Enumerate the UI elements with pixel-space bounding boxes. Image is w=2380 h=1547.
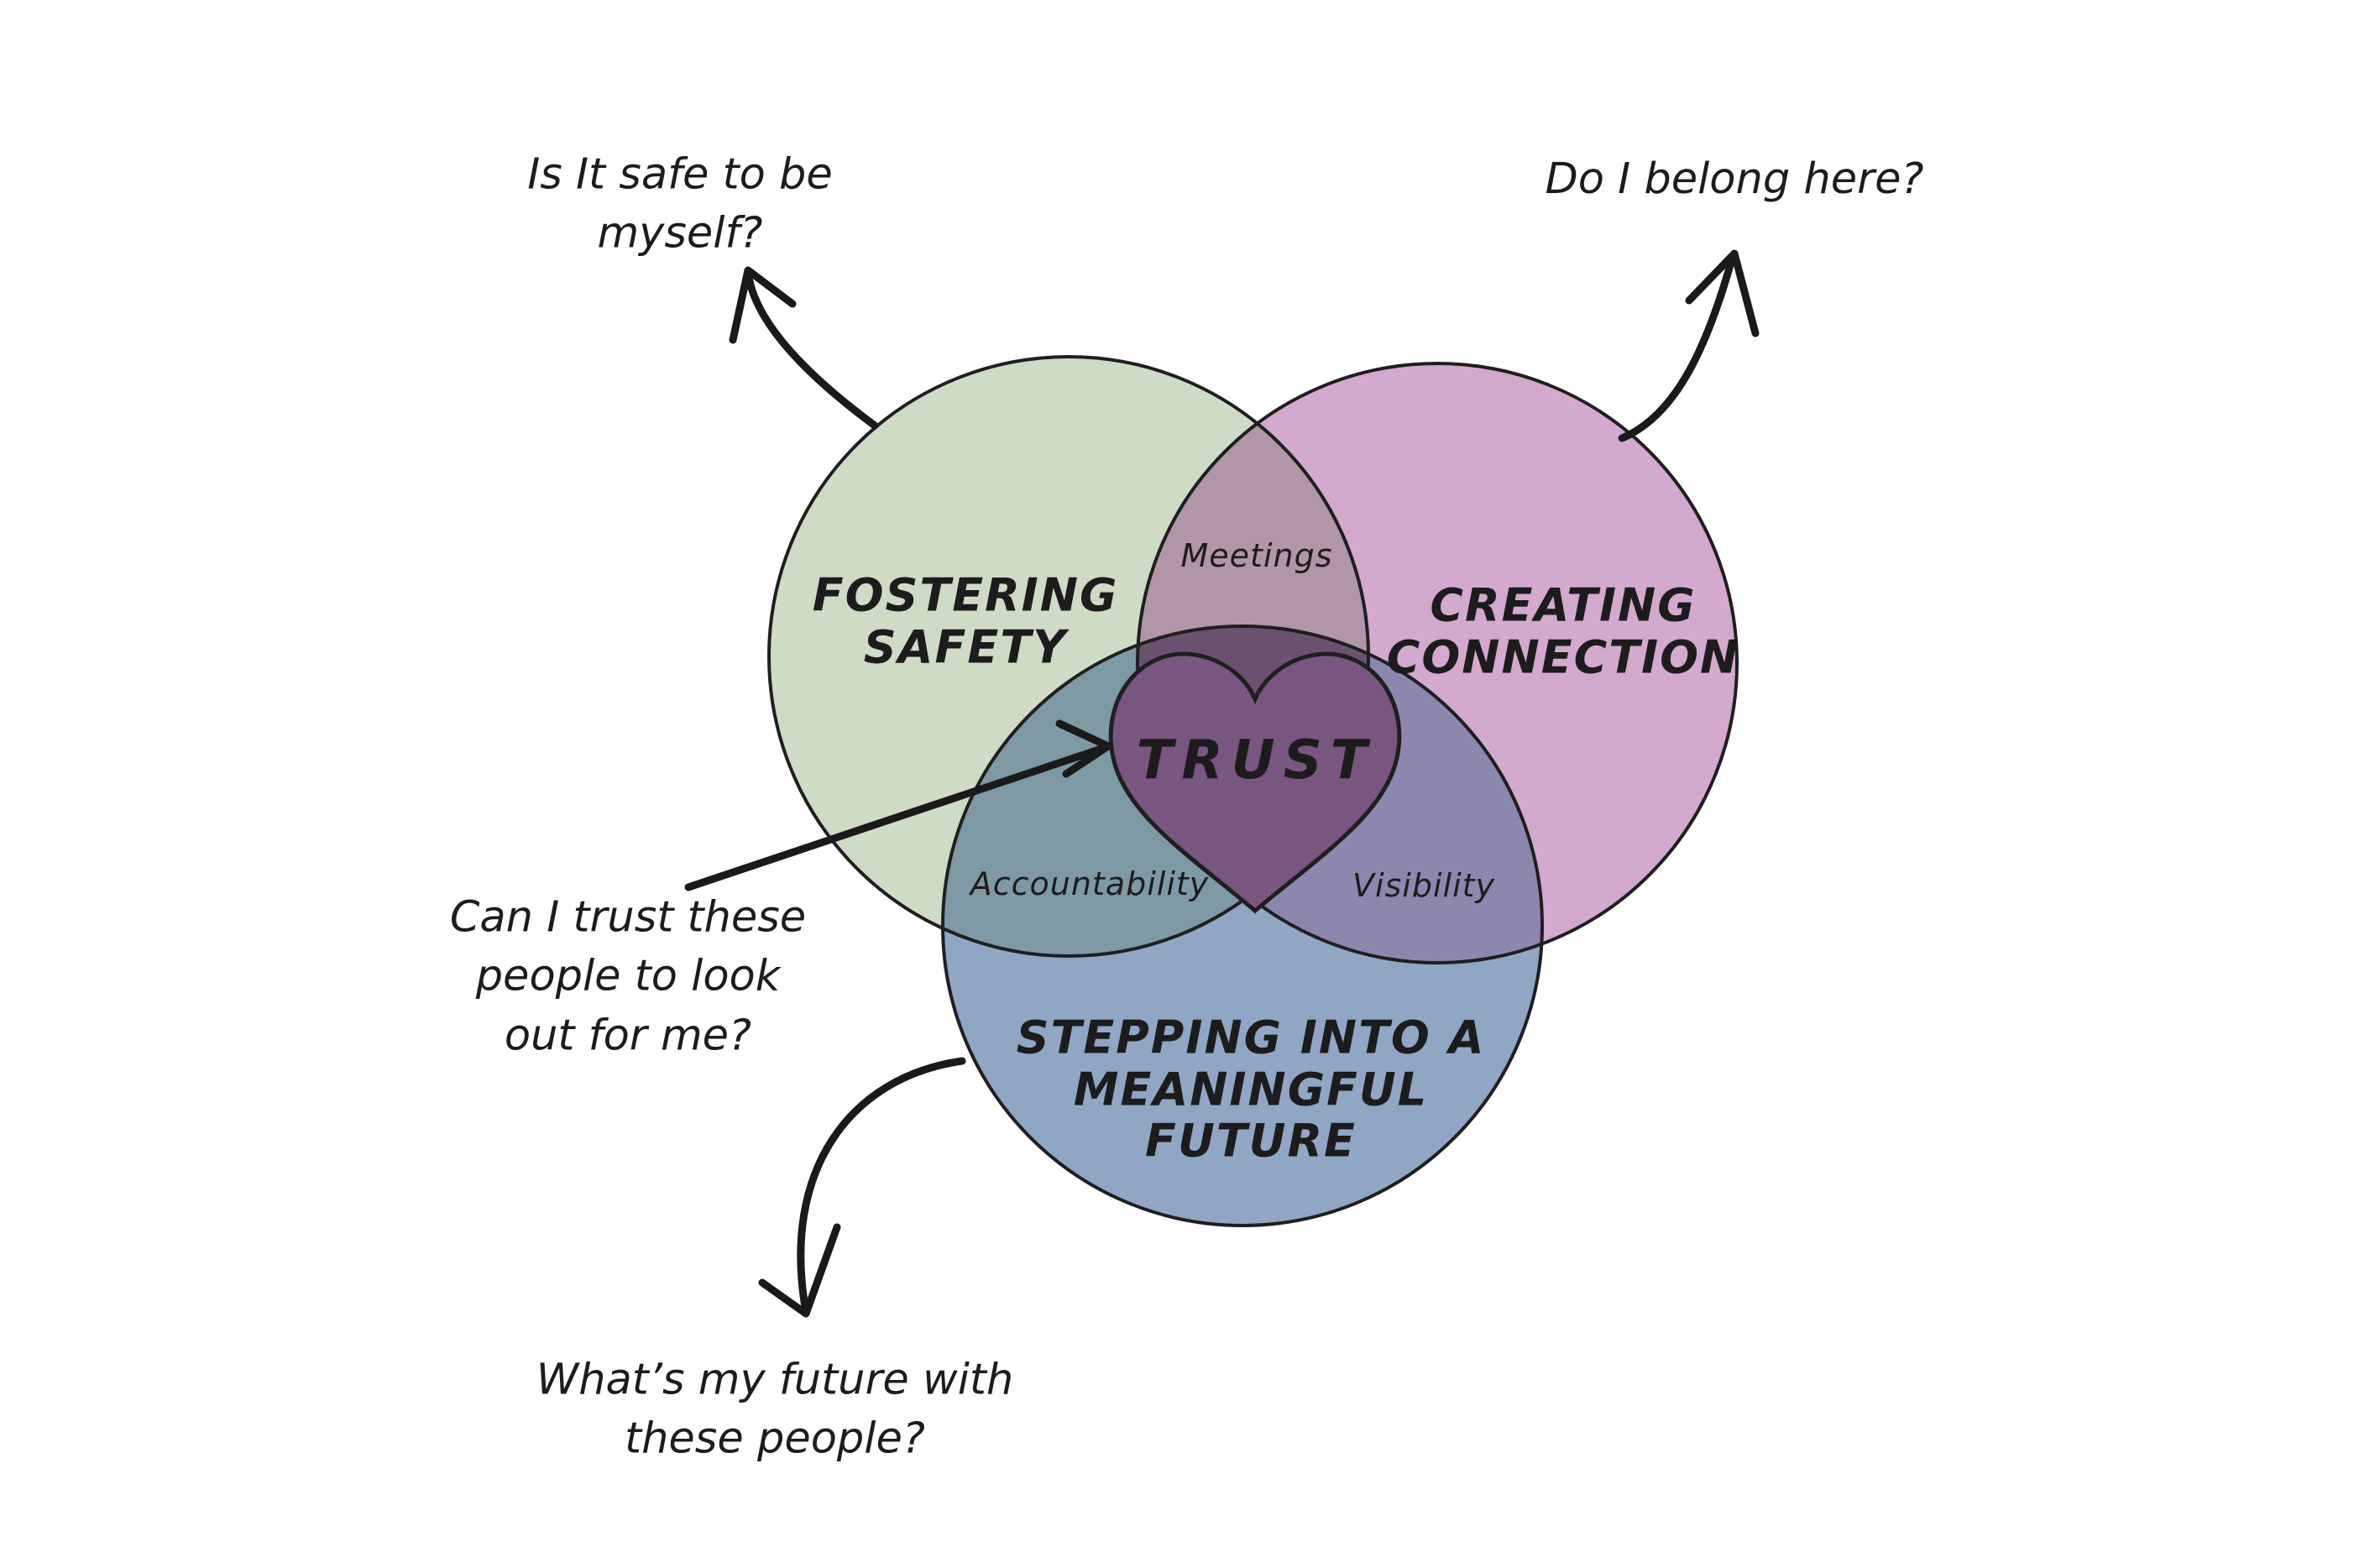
circle-fostering-safety-outline — [767, 355, 1370, 958]
arrow-from-trust-question — [684, 719, 1112, 891]
circle-creating-connection-outline — [1136, 362, 1739, 964]
trust-heart — [1108, 651, 1402, 914]
visibility-label: Visibility — [1352, 867, 1496, 904]
connection-question: Do I belong here? — [1545, 154, 1924, 204]
trust-label: TRUST — [1136, 729, 1376, 792]
trust-question: Can I trust these people to look out for… — [449, 892, 807, 1061]
arrow-to-safety-question — [729, 266, 879, 430]
creating-connection-label: CREATING CONNECTION — [1386, 578, 1740, 683]
future-question: What’s my future with these people? — [536, 1355, 1014, 1464]
fostering-safety-label: FOSTERING SAFETY — [812, 568, 1119, 673]
meetings-label: Meetings — [1180, 537, 1333, 574]
arrow-to-future-question — [758, 1057, 966, 1318]
meaningful-future-label: STEPPING INTO A MEANINGFUL FUTURE — [1016, 1011, 1486, 1168]
arrow-to-connection-question — [1618, 249, 1760, 442]
circle-meaningful-future-outline — [941, 625, 1544, 1227]
accountability-label: Accountability — [970, 865, 1210, 902]
safety-question: Is It safe to be myself? — [527, 149, 833, 259]
